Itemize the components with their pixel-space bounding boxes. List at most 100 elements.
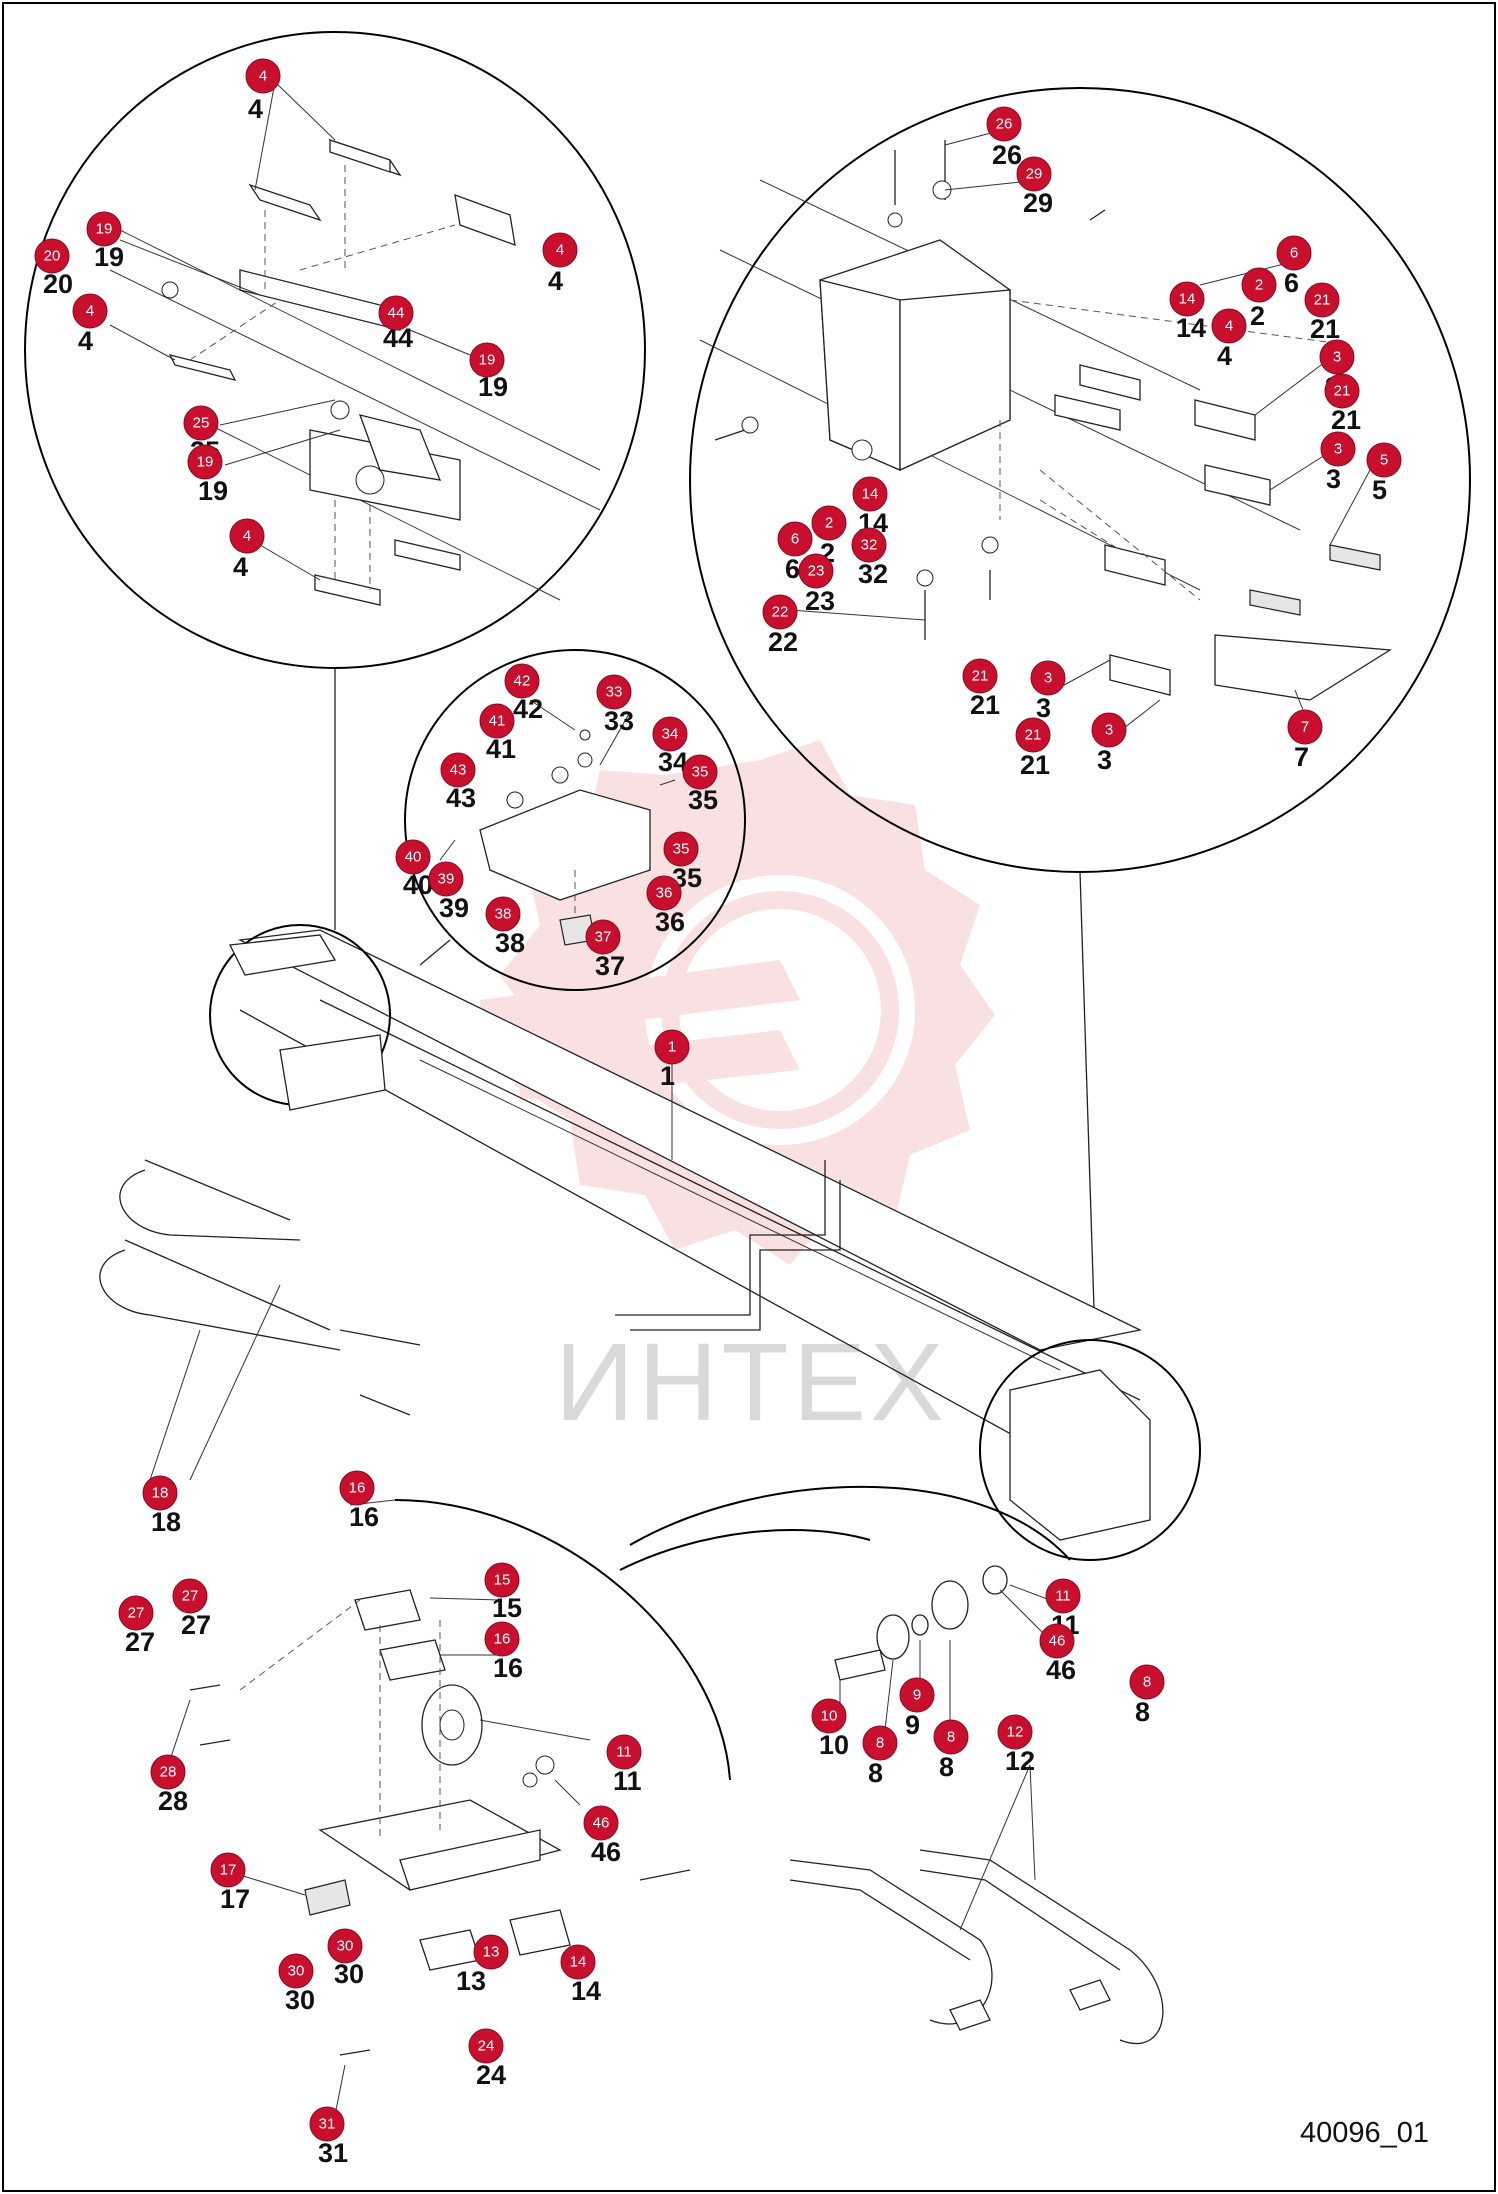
- callout-3[interactable]: 3: [1030, 660, 1066, 696]
- callout-27[interactable]: 27: [118, 1595, 154, 1631]
- callout-badge[interactable]: [652, 716, 688, 752]
- callout-badge[interactable]: [1211, 308, 1247, 344]
- callout-badge[interactable]: [278, 1953, 314, 1989]
- callout-20[interactable]: 20: [34, 238, 70, 274]
- callout-37[interactable]: 37: [585, 919, 621, 955]
- callout-badge[interactable]: [378, 295, 414, 331]
- callout-badge[interactable]: [473, 1934, 509, 1970]
- callout-39[interactable]: 39: [428, 861, 464, 897]
- callout-badge[interactable]: [183, 405, 219, 441]
- callout-36[interactable]: 36: [646, 875, 682, 911]
- callout-42[interactable]: 42: [504, 663, 540, 699]
- callout-badge[interactable]: [997, 1714, 1033, 1750]
- callout-badge[interactable]: [583, 1805, 619, 1841]
- callout-14[interactable]: 14: [560, 1944, 596, 1980]
- callout-14[interactable]: 14: [852, 476, 888, 512]
- callout-badge[interactable]: [327, 1928, 363, 1964]
- callout-badge[interactable]: [1016, 156, 1052, 192]
- callout-badge[interactable]: [1320, 431, 1356, 467]
- callout-18[interactable]: 18: [142, 1475, 178, 1511]
- callout-badge[interactable]: [852, 476, 888, 512]
- callout-badge[interactable]: [395, 839, 431, 875]
- callout-7[interactable]: 7: [1287, 709, 1323, 745]
- callout-23[interactable]: 23: [798, 553, 834, 589]
- callout-16[interactable]: 16: [339, 1470, 375, 1506]
- callout-21[interactable]: 21: [1324, 373, 1360, 409]
- callout-3[interactable]: 3: [1319, 339, 1355, 375]
- callout-badge[interactable]: [1276, 235, 1312, 271]
- callout-13[interactable]: 13: [473, 1934, 509, 1970]
- callout-11[interactable]: 11: [606, 1734, 642, 1770]
- callout-6[interactable]: 6: [1276, 235, 1312, 271]
- callout-badge[interactable]: [440, 752, 476, 788]
- callout-33[interactable]: 33: [596, 674, 632, 710]
- callout-badge[interactable]: [1304, 282, 1340, 318]
- callout-30[interactable]: 30: [278, 1953, 314, 1989]
- callout-9[interactable]: 9: [899, 1677, 935, 1713]
- callout-38[interactable]: 38: [485, 896, 521, 932]
- callout-badge[interactable]: [798, 553, 834, 589]
- callout-44[interactable]: 44: [378, 295, 414, 331]
- callout-badge[interactable]: [663, 831, 699, 867]
- callout-4[interactable]: 4: [72, 293, 108, 329]
- callout-badge[interactable]: [150, 1754, 186, 1790]
- callout-badge[interactable]: [560, 1944, 596, 1980]
- callout-badge[interactable]: [1287, 709, 1323, 745]
- callout-badge[interactable]: [596, 674, 632, 710]
- callout-24[interactable]: 24: [468, 2028, 504, 2064]
- callout-4[interactable]: 4: [245, 58, 281, 94]
- callout-badge[interactable]: [309, 2106, 345, 2142]
- callout-badge[interactable]: [428, 861, 464, 897]
- callout-badge[interactable]: [606, 1734, 642, 1770]
- callout-46[interactable]: 46: [1039, 1623, 1075, 1659]
- callout-badge[interactable]: [72, 293, 108, 329]
- callout-16[interactable]: 16: [484, 1621, 520, 1657]
- callout-11[interactable]: 11: [1045, 1578, 1081, 1614]
- callout-badge[interactable]: [210, 1852, 246, 1888]
- callout-19[interactable]: 19: [187, 444, 223, 480]
- callout-5[interactable]: 5: [1366, 442, 1402, 478]
- callout-15[interactable]: 15: [484, 1562, 520, 1598]
- callout-badge[interactable]: [469, 342, 505, 378]
- callout-badge[interactable]: [229, 518, 265, 554]
- callout-badge[interactable]: [484, 1562, 520, 1598]
- callout-32[interactable]: 32: [851, 527, 887, 563]
- callout-41[interactable]: 41: [479, 703, 515, 739]
- callout-badge[interactable]: [142, 1475, 178, 1511]
- callout-8[interactable]: 8: [1129, 1664, 1165, 1700]
- callout-46[interactable]: 46: [583, 1805, 619, 1841]
- callout-34[interactable]: 34: [652, 716, 688, 752]
- callout-badge[interactable]: [1015, 717, 1051, 753]
- callout-8[interactable]: 8: [862, 1725, 898, 1761]
- callout-4[interactable]: 4: [542, 232, 578, 268]
- callout-6[interactable]: 6: [777, 521, 813, 557]
- callout-badge[interactable]: [654, 1029, 690, 1065]
- callout-badge[interactable]: [1319, 339, 1355, 375]
- callout-badge[interactable]: [933, 1719, 969, 1755]
- callout-badge[interactable]: [1324, 373, 1360, 409]
- callout-badge[interactable]: [172, 1578, 208, 1614]
- callout-badge[interactable]: [245, 58, 281, 94]
- callout-badge[interactable]: [1030, 660, 1066, 696]
- callout-35[interactable]: 35: [663, 831, 699, 867]
- callout-badge[interactable]: [339, 1470, 375, 1506]
- callout-8[interactable]: 8: [933, 1719, 969, 1755]
- callout-30[interactable]: 30: [327, 1928, 363, 1964]
- callout-badge[interactable]: [1366, 442, 1402, 478]
- callout-badge[interactable]: [962, 658, 998, 694]
- callout-badge[interactable]: [1129, 1664, 1165, 1700]
- callout-28[interactable]: 28: [150, 1754, 186, 1790]
- callout-badge[interactable]: [646, 875, 682, 911]
- callout-badge[interactable]: [585, 919, 621, 955]
- callout-17[interactable]: 17: [210, 1852, 246, 1888]
- callout-19[interactable]: 19: [469, 342, 505, 378]
- callout-21[interactable]: 21: [1015, 717, 1051, 753]
- callout-badge[interactable]: [682, 754, 718, 790]
- callout-badge[interactable]: [484, 1621, 520, 1657]
- callout-29[interactable]: 29: [1016, 156, 1052, 192]
- callout-2[interactable]: 2: [1241, 267, 1277, 303]
- callout-31[interactable]: 31: [309, 2106, 345, 2142]
- callout-25[interactable]: 25: [183, 405, 219, 441]
- callout-19[interactable]: 19: [86, 211, 122, 247]
- callout-badge[interactable]: [1241, 267, 1277, 303]
